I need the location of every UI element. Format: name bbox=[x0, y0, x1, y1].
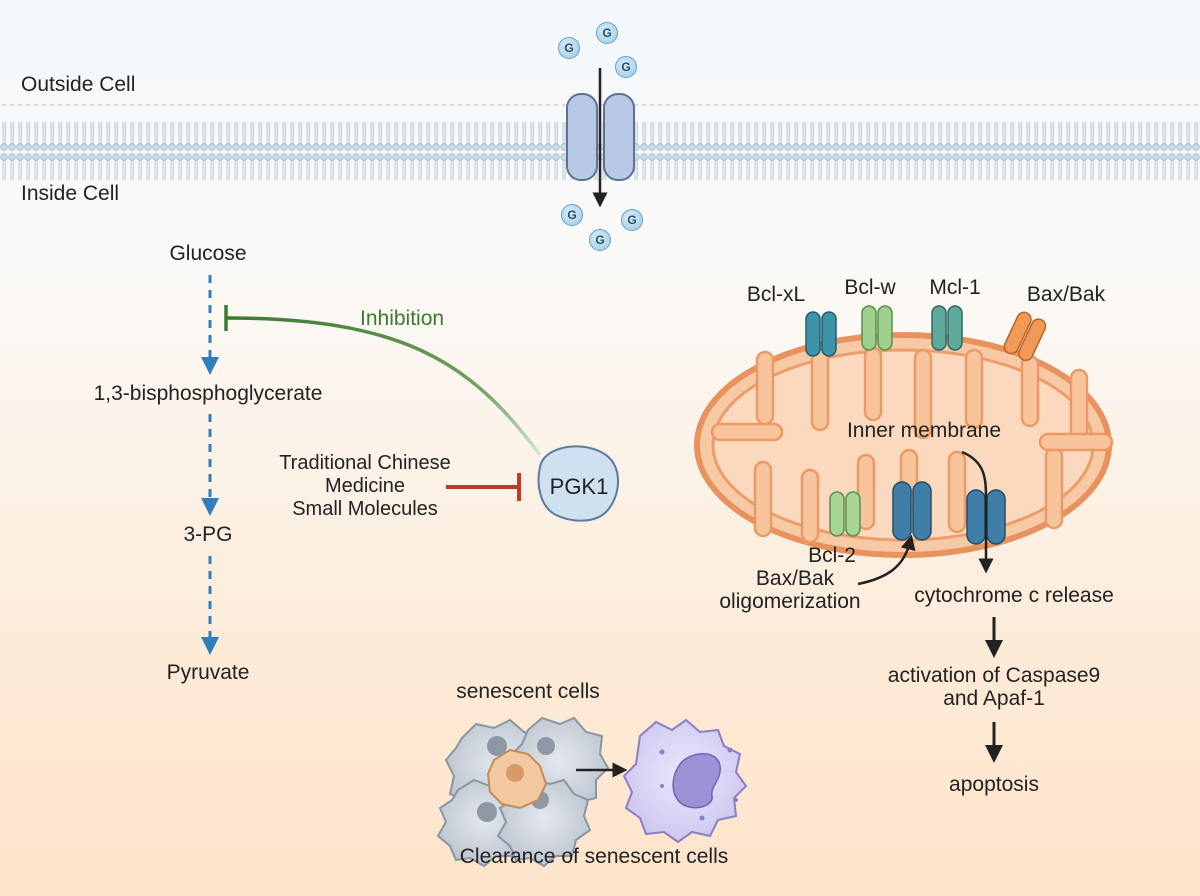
glucose-molecule: G bbox=[596, 22, 618, 44]
senescent-cells-label: senescent cells bbox=[456, 680, 600, 703]
tcm-line-3: Small Molecules bbox=[292, 498, 438, 520]
bax-bak-protein bbox=[1003, 311, 1047, 362]
oligomerization-arrow bbox=[857, 534, 916, 586]
glucose-molecule: G bbox=[561, 204, 583, 226]
glucose-transporter bbox=[566, 68, 635, 208]
oligomerization-line-2: oligomerization bbox=[719, 590, 861, 613]
bcl-xl-label: Bcl-xL bbox=[746, 283, 806, 306]
cytochrome-release-arrow bbox=[961, 450, 994, 574]
pgk1-label: PGK1 bbox=[549, 474, 609, 499]
glucose-molecule: G bbox=[558, 37, 580, 59]
apoptosis-label: apoptosis bbox=[949, 773, 1039, 796]
bax-bak-label: Bax/Bak bbox=[1026, 283, 1106, 306]
clearance-caption: Clearance of senescent cells bbox=[459, 845, 729, 868]
inhibition-label: Inhibition bbox=[360, 307, 445, 330]
step-pyruvate: Pyruvate bbox=[166, 661, 250, 684]
senescent-cells-cluster bbox=[436, 716, 610, 868]
inner-membrane-label: Inner membrane bbox=[846, 419, 1002, 442]
glucose-molecule: G bbox=[589, 229, 611, 251]
glucose-molecule: G bbox=[621, 209, 643, 231]
mcl1-label: Mcl-1 bbox=[929, 276, 981, 299]
glucose-molecule: G bbox=[615, 56, 637, 78]
bcl-xl-protein bbox=[805, 311, 837, 357]
bcl-2-label: Bcl-2 bbox=[808, 544, 856, 567]
oligomerization-line-1: Bax/Bak bbox=[755, 567, 835, 590]
tcm-line-1: Traditional Chinese bbox=[279, 452, 451, 474]
tcm-line-2: Medicine bbox=[324, 475, 406, 497]
tcm-inhibition bbox=[446, 473, 521, 501]
cleared-cell bbox=[622, 718, 748, 844]
bax-bak-pore-1 bbox=[892, 481, 932, 541]
step-bisphosphoglycerate: 1,3-bisphosphoglycerate bbox=[93, 382, 323, 405]
bax-bak-pore-2 bbox=[966, 489, 1006, 545]
mcl1-protein bbox=[931, 305, 963, 351]
bcl-w-label: Bcl-w bbox=[844, 276, 896, 299]
bcl-2-protein bbox=[829, 491, 861, 537]
cytochrome-release-label: cytochrome c release bbox=[914, 584, 1114, 607]
inhibition-curve bbox=[224, 305, 542, 457]
outside-cell-label: Outside Cell bbox=[21, 73, 136, 96]
inside-cell-label: Inside Cell bbox=[21, 182, 120, 205]
step-glucose: Glucose bbox=[169, 242, 247, 265]
pgk1-protein bbox=[537, 445, 620, 522]
activation-line-2: and Apaf-1 bbox=[943, 687, 1045, 710]
step-3pg: 3-PG bbox=[183, 523, 233, 546]
activation-line-1: activation of Caspase9 bbox=[887, 664, 1101, 687]
bcl-w-protein bbox=[861, 305, 893, 351]
